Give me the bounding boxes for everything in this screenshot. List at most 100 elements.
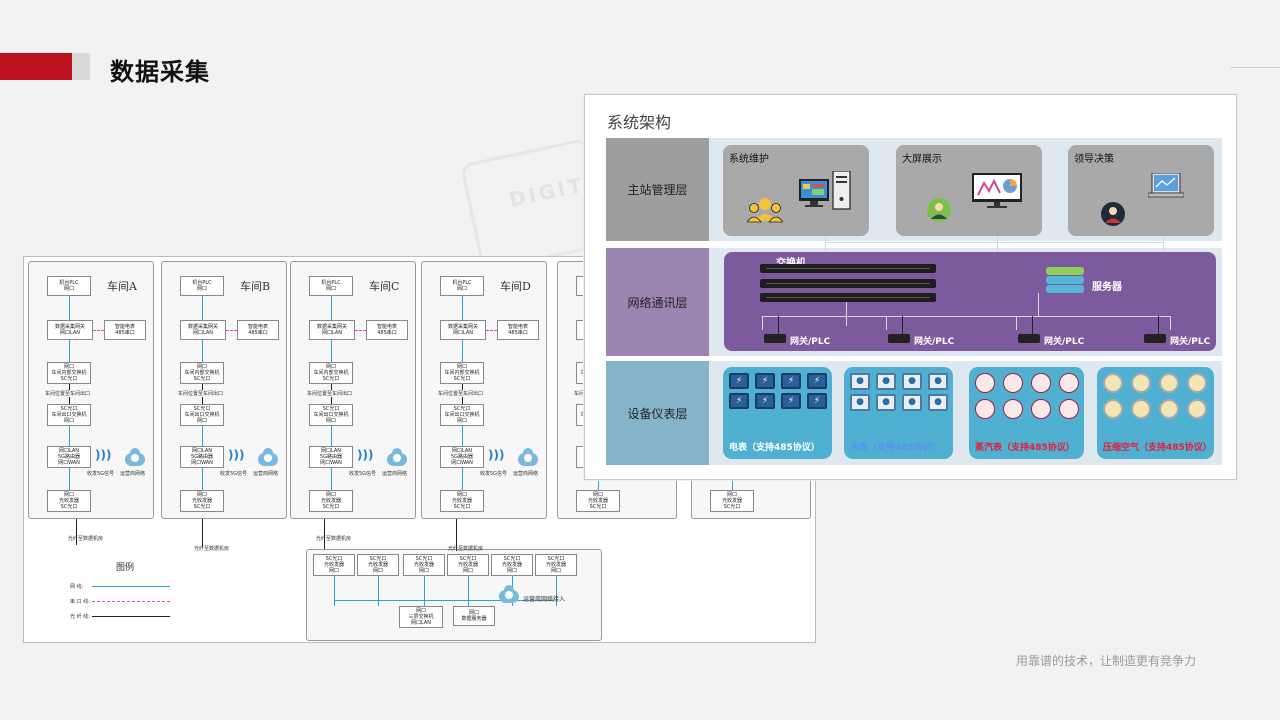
header-divider (1230, 67, 1280, 68)
steam-gauge-icon (975, 399, 995, 419)
outlet-switch-node: SC光口车间出口交换机网口 (47, 404, 91, 426)
steam-gauge-icon (975, 373, 995, 393)
electric-meter-icon: ⚡ (755, 393, 775, 409)
serial-cable (226, 330, 237, 331)
card-big-screen: 大屏展示 (896, 145, 1042, 236)
fiber-cable (324, 519, 325, 549)
network-cable (202, 296, 203, 320)
device-label: 水表（支持485协议） (850, 443, 941, 453)
workstation-icon (799, 171, 851, 210)
network-cable (331, 296, 332, 320)
fiber-cable (202, 519, 203, 547)
water-meter-icon: ● (850, 373, 870, 390)
electric-meter-icon: ⚡ (729, 393, 749, 409)
water-meter-icon: ● (902, 394, 922, 411)
water-meter-icon: ● (902, 373, 922, 390)
hub-transceiver-node: SC光口光收发器网口 (313, 554, 355, 576)
switch-rack (760, 293, 936, 302)
legend-line (92, 601, 170, 602)
core-switch-node: 网口三层交换机网口LAN (399, 606, 443, 628)
steam-gauge-icon (1059, 399, 1079, 419)
fiber-label: 光纤至数据机房 (316, 536, 352, 542)
connector-line (846, 302, 847, 326)
network-cable (462, 426, 463, 446)
architecture-title: 系统架构 (607, 113, 672, 132)
water-meter-grid: ●●●●●●●● (850, 373, 950, 411)
network-cable (202, 468, 203, 490)
signal-icon: ))) (357, 448, 374, 462)
router-icon (764, 334, 786, 343)
server-disk (1046, 285, 1084, 293)
hub-cloud-label: 运营商网络接入 (523, 596, 566, 603)
outlet-switch-node: SC光口车间出口交换机网口 (440, 404, 484, 426)
connector-line (1163, 236, 1164, 256)
signal-label: 收发5G信号 (349, 471, 377, 477)
router-icon (1144, 334, 1166, 343)
connector-line (762, 316, 1170, 317)
network-cable (462, 296, 463, 320)
steam-gauge-icon (1031, 399, 1051, 419)
serial-cable (486, 330, 497, 331)
hub-transceiver-node: SC光口光收发器网口 (403, 554, 445, 576)
network-cable (334, 600, 554, 601)
network-cable (334, 576, 335, 606)
signal-icon: ))) (228, 448, 245, 462)
outlet-switch-node: SC光口车间出口交换机网口 (180, 404, 224, 426)
network-cable (331, 340, 332, 362)
steam-gauge-icon (1059, 373, 1079, 393)
footer-slogan: 用靠谱的技术，让制造更有竞争力 (1016, 654, 1197, 668)
air-gauge-icon (1187, 373, 1207, 393)
cloud-label: 运营商网络 (382, 471, 408, 477)
fiber-note: 车间位置至车间出口 (307, 390, 353, 397)
monitor-chart-icon (972, 173, 1022, 208)
card-water-meter: ●●●●●●●● 水表（支持485协议） (844, 367, 953, 459)
steam-gauge-icon (1003, 373, 1023, 393)
network-cable (202, 426, 203, 446)
water-meter-icon: ● (928, 373, 948, 390)
connector-line (825, 236, 826, 256)
cloud-icon (499, 585, 519, 603)
card-system-maintenance: 系统维护 (723, 145, 869, 236)
hub-transceiver-node: SC光口光收发器网口 (447, 554, 489, 576)
legend-item: 网 线: (70, 584, 84, 590)
signal-label: 收发5G信号 (220, 471, 248, 477)
device-label: 压缩空气（支持485协议） (1103, 443, 1212, 453)
network-cable (331, 426, 332, 446)
air-gauge-icon (1187, 399, 1207, 419)
air-gauge-icon (1131, 373, 1151, 393)
card-leadership-decision: 领导决策 (1068, 145, 1214, 236)
gateway-label: 网关/PLC (1170, 337, 1211, 347)
cloud-icon (258, 448, 278, 466)
network-cable (69, 296, 70, 320)
signal-icon: ))) (95, 448, 112, 462)
card-label: 大屏展示 (902, 154, 942, 165)
cloud-label: 运营商网络 (513, 471, 539, 477)
cloud-icon (518, 448, 538, 466)
gateway-node: 数据采集网关网口LAN (440, 320, 486, 340)
page-title: 数据采集 (110, 58, 210, 86)
legend-line (92, 586, 170, 587)
card-compressed-air: 压缩空气（支持485协议） (1097, 367, 1214, 459)
header-accent-bar (0, 53, 72, 80)
laptop-icon (1148, 173, 1184, 198)
air-gauge-icon (1103, 373, 1123, 393)
air-gauge-icon (1159, 373, 1179, 393)
workshop-title: 车间D (500, 280, 531, 293)
network-cable (378, 576, 379, 606)
electric-meter-icon: ⚡ (781, 373, 801, 389)
hub-transceiver-node: SC光口光收发器网口 (357, 554, 399, 576)
electric-meter-icon: ⚡ (755, 373, 775, 389)
switch-label: 交换机 (776, 254, 806, 269)
system-architecture-panel: 系统架构 主站管理层 网络通讯层 设备仪表层 系统维护 大屏展示 (584, 94, 1237, 480)
server-disk (1046, 276, 1084, 284)
